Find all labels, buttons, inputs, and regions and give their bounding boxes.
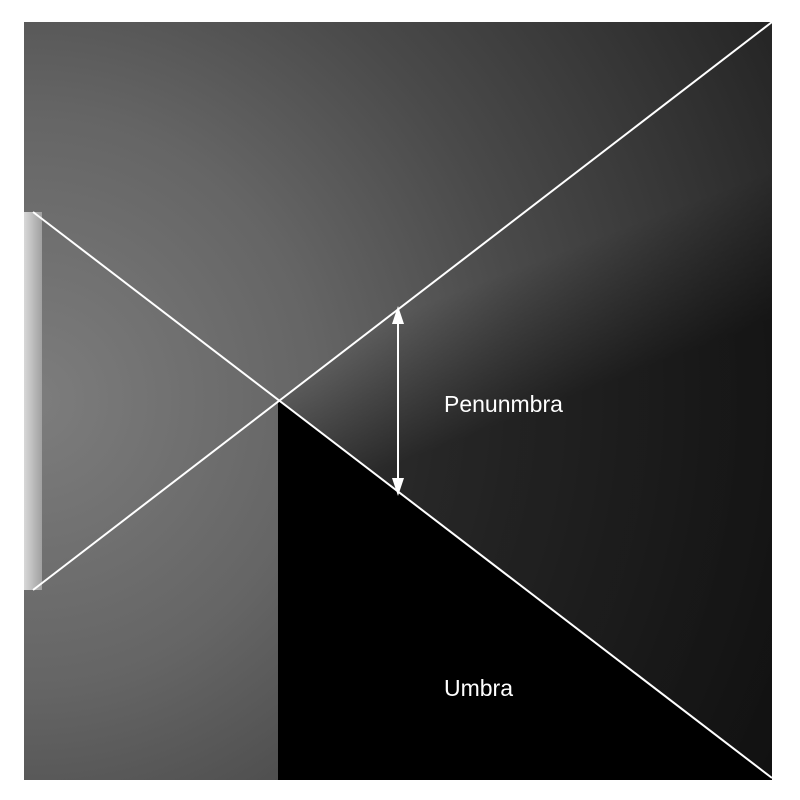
umbra-label: Umbra [444, 675, 513, 701]
penumbra-region [278, 22, 772, 780]
ray-bottom-to-top [32, 21, 773, 591]
penumbra-arrow-head-bottom [392, 478, 404, 496]
ray-top-to-bottom [32, 211, 773, 779]
light-source [24, 212, 42, 590]
penumbra-arrow-head-top [392, 306, 404, 324]
penumbra-label: Penunmbra [444, 391, 563, 417]
